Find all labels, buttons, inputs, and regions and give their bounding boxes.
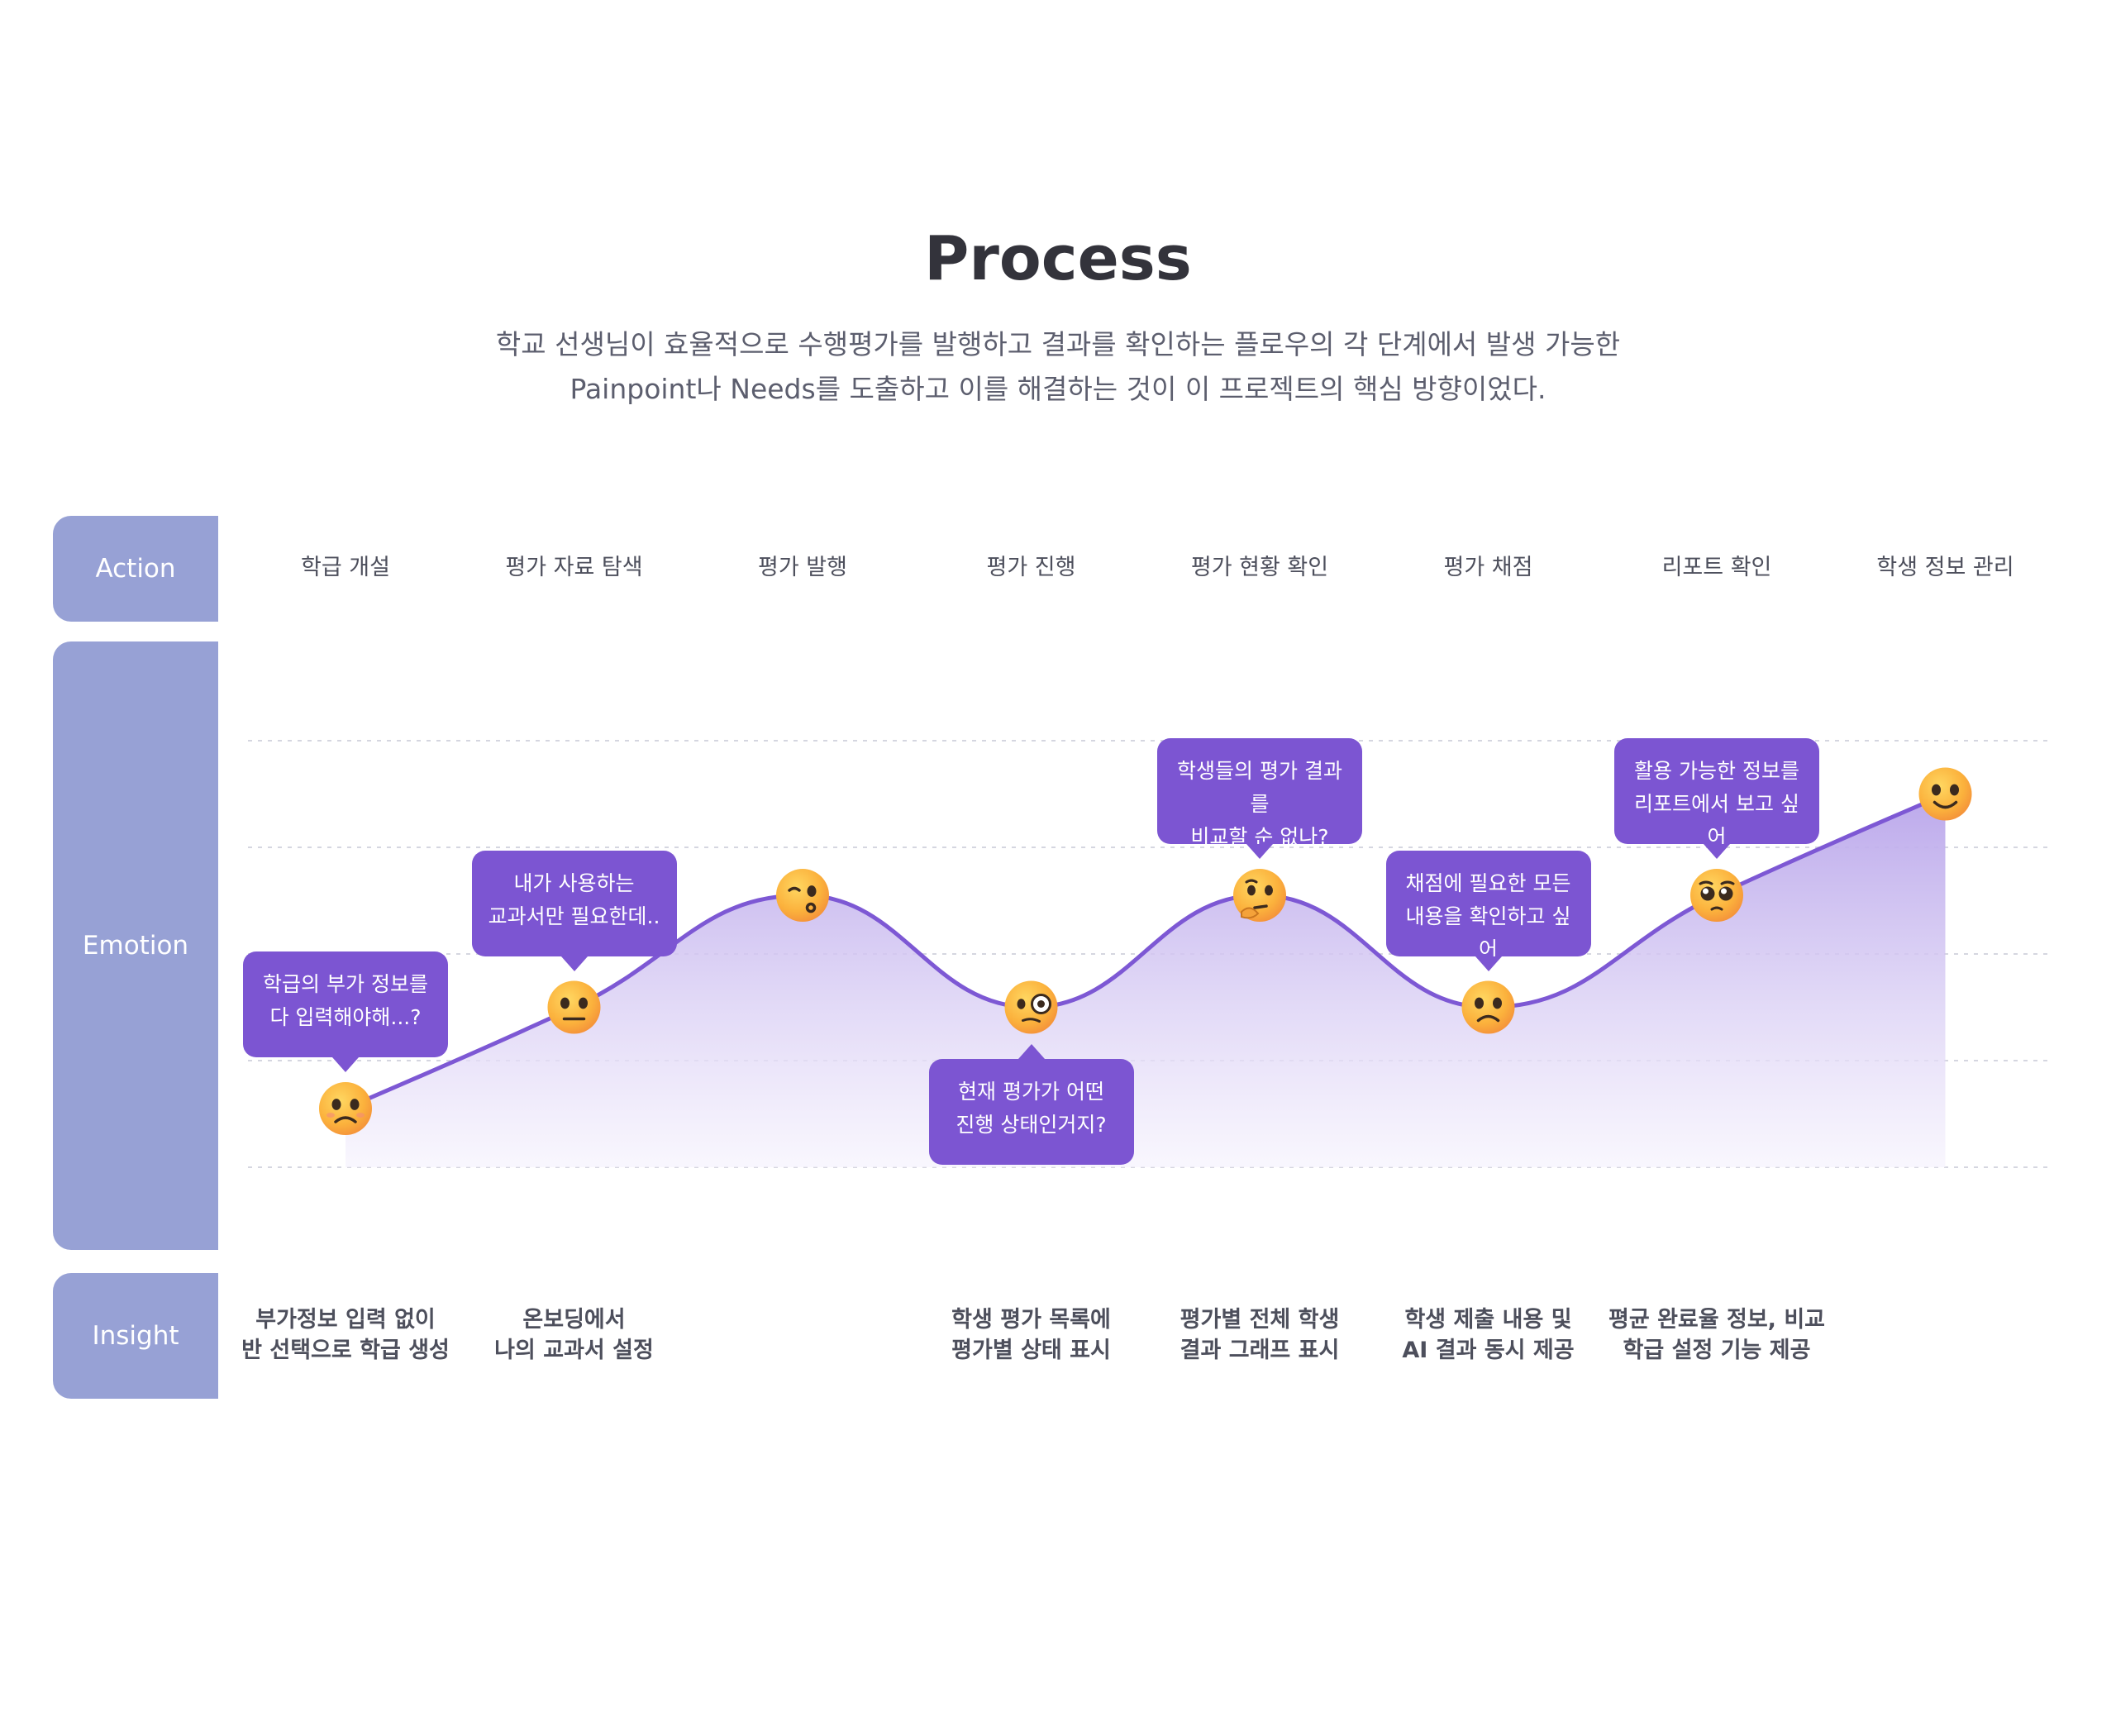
row-label-emotion: Emotion xyxy=(53,641,218,1250)
insight-text: 학생 제출 내용 및 AI 결과 동시 제공 xyxy=(1369,1304,1608,1366)
speech-bubble-line: 내용을 확인하고 싶어 xyxy=(1405,904,1571,961)
speech-bubble-line: 내가 사용하는 xyxy=(513,870,635,895)
insight-line: 평균 완료율 정보, 비교 xyxy=(1608,1307,1826,1333)
speech-bubble-line: 비교할 순 없나? xyxy=(1190,825,1329,850)
speech-bubble-line: 리포트에서 보고 싶어 xyxy=(1634,792,1799,850)
speech-bubble-line: 채점에 필요한 모든 xyxy=(1405,870,1571,895)
emotion-curve xyxy=(343,792,1947,1111)
speech-bubble-line: 교과서만 필요한데.. xyxy=(488,904,660,928)
page-subtitle: 학교 선생님이 효율적으로 수행평가를 발행하고 결과를 확인하는 플로우의 각… xyxy=(0,322,2116,412)
action-step-label: 평가 현황 확인 xyxy=(1190,555,1329,580)
sad-face-icon xyxy=(319,1082,372,1136)
insight-line: AI 결과 동시 제공 xyxy=(1402,1338,1575,1363)
insight-line: 학급 설정 기능 제공 xyxy=(1623,1338,1811,1363)
insight-line: 학생 제출 내용 및 xyxy=(1404,1307,1572,1333)
whistle-face-icon xyxy=(776,869,829,923)
action-step-label: 학급 개설 xyxy=(301,555,390,580)
insight-line: 결과 그래프 표시 xyxy=(1180,1338,1340,1363)
emotion-area xyxy=(346,794,1946,1167)
subtitle-line-1: 학교 선생님이 효율적으로 수행평가를 발행하고 결과를 확인하는 플로우의 각… xyxy=(495,328,1621,360)
page-title: Process xyxy=(924,223,1192,294)
insight-line: 반 선택으로 학급 생성 xyxy=(241,1338,450,1363)
smile-face-icon xyxy=(1918,767,1972,821)
insight-line: 온보딩에서 xyxy=(522,1307,626,1333)
insight-line: 평가별 상태 표시 xyxy=(951,1338,1111,1363)
speech-bubble-line: 진행 상태인거지? xyxy=(956,1112,1107,1137)
speech-bubble-line: 활용 가능한 정보를 xyxy=(1634,759,1799,784)
action-step-label: 평가 발행 xyxy=(758,555,847,580)
action-step-label: 평가 자료 탐색 xyxy=(505,555,643,580)
action-step-label: 리포트 확인 xyxy=(1661,555,1772,580)
speech-bubble-line: 학생들의 평가 결과를 xyxy=(1177,759,1342,817)
insight-line: 학생 평가 목록에 xyxy=(951,1307,1111,1333)
row-label-insight: Insight xyxy=(53,1273,218,1399)
monocle-face-icon xyxy=(1004,980,1058,1034)
insight-line: 나의 교과서 설정 xyxy=(494,1338,654,1363)
frown-face-icon xyxy=(1461,980,1515,1034)
insight-line: 부가정보 입력 없이 xyxy=(255,1307,436,1333)
speech-bubble-line: 현재 평가가 어떤 xyxy=(958,1079,1104,1104)
action-step-label: 평가 진행 xyxy=(986,555,1076,580)
thinking-face-icon xyxy=(1233,869,1286,923)
speech-bubble-line: 학급의 부가 정보를 xyxy=(263,972,428,997)
subtitle-line-2: Painpoint나 Needs를 도출하고 이를 해결하는 것이 이 프로젝트… xyxy=(570,373,1546,405)
pleading-face-icon xyxy=(1690,869,1743,923)
insight-line: 평가별 전체 학생 xyxy=(1180,1307,1340,1333)
row-label-action: Action xyxy=(53,516,218,622)
action-step-label: 학생 정보 관리 xyxy=(1876,555,2014,580)
speech-bubble-line: 다 입력해야해...? xyxy=(269,1005,422,1030)
action-step-label: 평가 채점 xyxy=(1443,555,1533,580)
neutral-face-icon xyxy=(547,980,601,1034)
